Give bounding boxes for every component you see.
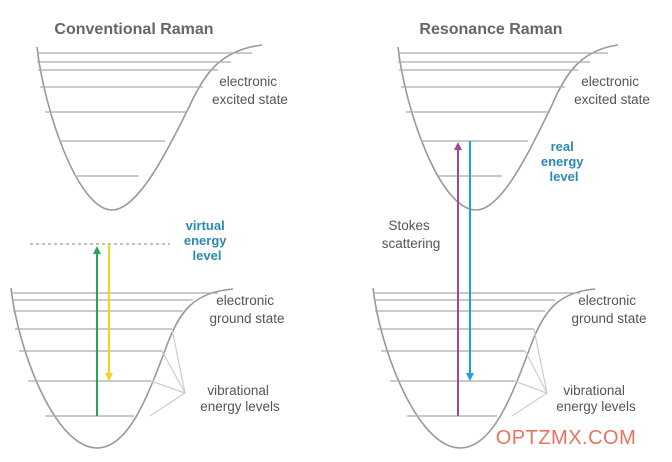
left-vibrational-connectors [149, 328, 186, 417]
real-energy-level-label: real energy level [541, 139, 587, 184]
right-excited-vibrational-levels [398, 52, 608, 177]
stokes-scattering-label: Stokes scattering [382, 218, 441, 251]
right-vibrational-connectors [511, 328, 548, 417]
left-excited-vibrational-levels [37, 52, 252, 177]
resonance-raman-title: Resonance Raman [419, 21, 562, 38]
left-excited-state-label: electronic excited state [212, 74, 288, 107]
right-ground-state-label: electronic ground state [571, 293, 646, 326]
right-ground-vibrational-levels [374, 292, 580, 417]
right-ground-state-curve [372, 287, 596, 449]
left-ground-vibrational-levels [12, 292, 218, 417]
right-vibrational-levels-label: vibrational energy levels [556, 383, 636, 414]
right-excited-state-curve [397, 44, 619, 211]
left-vibrational-levels-label: vibrational energy levels [200, 383, 280, 414]
conventional-raman-title: Conventional Raman [54, 21, 213, 38]
left-ground-state-curve [10, 287, 234, 449]
left-ground-state-label: electronic ground state [209, 293, 284, 326]
watermark-text: OPTZMX.COM [496, 427, 637, 449]
right-excited-state-label: electronic excited state [574, 74, 650, 107]
virtual-energy-level-label: virtual energy level [184, 218, 230, 263]
